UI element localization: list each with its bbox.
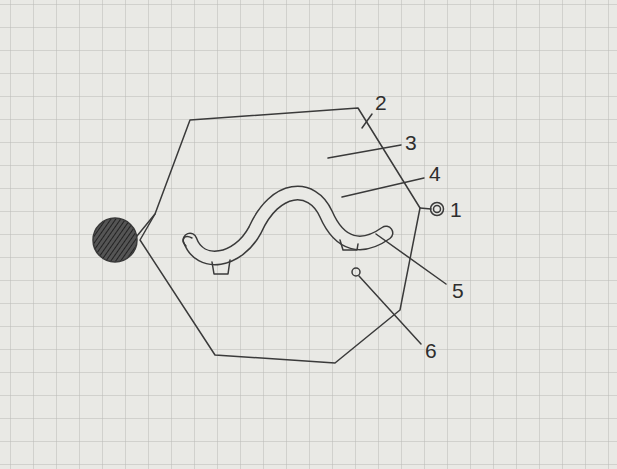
callout-number: 2 bbox=[375, 92, 387, 113]
hatched-port bbox=[93, 218, 137, 262]
small-hole bbox=[352, 268, 360, 276]
small-port bbox=[431, 203, 444, 216]
connector-stub bbox=[137, 214, 155, 236]
callout-number: 6 bbox=[425, 340, 437, 361]
leader-line bbox=[328, 145, 401, 158]
small-port-inner bbox=[434, 206, 441, 213]
callout-number: 3 bbox=[405, 132, 417, 153]
callout-number: 1 bbox=[450, 199, 462, 220]
callout-number: 4 bbox=[429, 163, 441, 184]
leader-line bbox=[359, 276, 421, 344]
channel-hook bbox=[183, 237, 192, 246]
leader-line bbox=[376, 234, 446, 284]
channel-outer bbox=[190, 193, 386, 258]
leader-line bbox=[342, 178, 424, 197]
channel-inner bbox=[190, 193, 386, 258]
leader-line bbox=[362, 114, 372, 128]
channel-tab bbox=[340, 240, 358, 250]
callout-number: 5 bbox=[452, 280, 464, 301]
channel-tab bbox=[212, 260, 230, 274]
connector-stub bbox=[420, 208, 431, 209]
